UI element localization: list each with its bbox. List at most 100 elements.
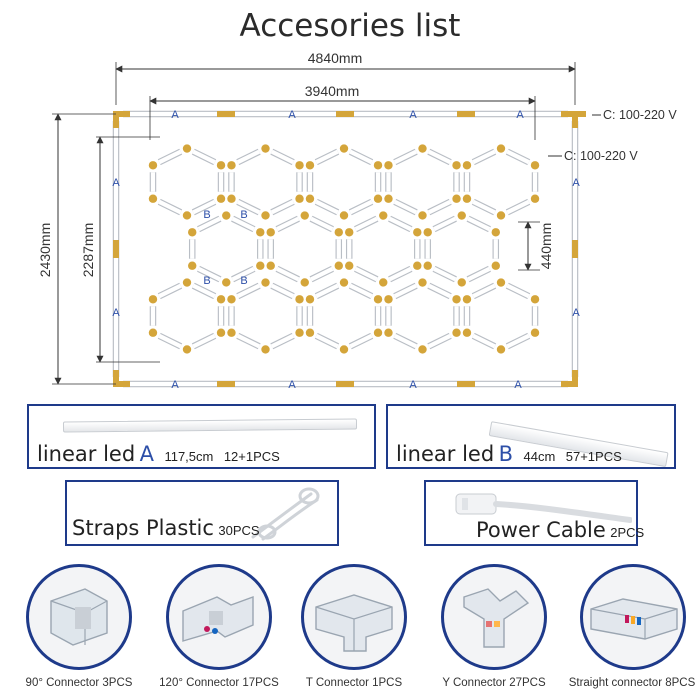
inner-height-label: 2287mm <box>80 223 96 277</box>
hex-connector <box>256 228 265 237</box>
hex-connector <box>305 194 315 203</box>
straight-connector <box>457 381 475 387</box>
connector-120-label: 120° Connector 17PCS <box>159 677 279 689</box>
hex-connector <box>418 278 427 287</box>
hex-connector <box>462 194 472 203</box>
label-b: B <box>203 275 210 287</box>
hex-connector <box>373 161 383 170</box>
hex-connector <box>339 278 349 287</box>
item-linear-led-b: linear led B 44cm 57+1PCS <box>386 404 676 469</box>
hex-connector <box>305 161 315 170</box>
hex-connector <box>457 211 466 220</box>
hex-connector <box>148 328 158 337</box>
hex-connector <box>216 161 226 170</box>
hex-connector <box>182 278 192 287</box>
connector-t-icon <box>301 564 407 670</box>
hex-connector <box>148 161 158 170</box>
hex-connector <box>222 211 231 220</box>
hex-connector <box>462 295 472 304</box>
led-b-name: linear led <box>396 442 495 466</box>
straight-connector <box>217 111 235 117</box>
hex-connector <box>345 228 354 237</box>
hex-connector <box>373 295 383 304</box>
hex-connector <box>188 228 197 237</box>
led-a-name: linear led <box>37 442 136 466</box>
hex-connector <box>418 144 427 153</box>
hex-connector <box>216 328 226 337</box>
label-a: A <box>409 379 417 391</box>
hex-connector <box>256 261 265 270</box>
label-a: A <box>516 109 524 121</box>
label-a: A <box>112 307 120 319</box>
hex-connector <box>530 161 540 170</box>
hex-connector <box>413 228 422 237</box>
hex-connector <box>452 194 461 203</box>
hex-connector <box>266 228 275 237</box>
power-label-1: C: 100-220 V <box>603 108 677 122</box>
hex-connector <box>182 345 192 354</box>
label-a: A <box>288 379 296 391</box>
page-title: Accesories list <box>239 8 461 44</box>
hex-connector <box>261 144 270 153</box>
hexagon-grid <box>148 144 540 354</box>
straight-connector <box>457 111 475 117</box>
hex-connector <box>216 295 226 304</box>
t-connector <box>572 111 586 117</box>
straps-qty: 30PCS <box>218 523 260 538</box>
label-a: A <box>171 379 179 391</box>
label-b: B <box>203 209 210 221</box>
straight-connector <box>336 111 354 117</box>
hex-connector <box>295 295 304 304</box>
power-label-2: C: 100-220 V <box>564 149 638 163</box>
label-a: A <box>171 109 179 121</box>
hex-connector <box>305 295 315 304</box>
hex-connector <box>384 295 393 304</box>
label-a: A <box>288 109 296 121</box>
led-a-letter: A <box>139 442 154 466</box>
segment-label: 440mm <box>538 223 554 270</box>
hex-connector <box>227 194 236 203</box>
hex-connector <box>457 278 466 287</box>
connector-t-label: T Connector 1PCS <box>305 677 403 689</box>
hex-connector <box>496 278 506 287</box>
hex-connector <box>496 144 506 153</box>
hex-connector <box>345 261 354 270</box>
item-linear-led-a: linear led A 117,5cm 12+1PCS <box>27 404 376 469</box>
hex-connector <box>227 161 236 170</box>
power-name: Power Cable <box>476 518 606 542</box>
straight-connector <box>572 240 578 258</box>
outer-height-label: 2430mm <box>37 223 53 277</box>
power-cable-icon <box>455 493 632 523</box>
label-b: B <box>240 275 247 287</box>
hex-connector <box>188 261 197 270</box>
hex-connector <box>423 261 432 270</box>
straps-icon <box>251 487 320 541</box>
hex-connector <box>413 261 422 270</box>
connector-y-label: Y Connector 27PCS <box>442 677 546 689</box>
corner-connector <box>561 370 578 387</box>
hex-connector <box>334 228 343 237</box>
hex-connector <box>227 295 236 304</box>
hex-connector <box>418 211 427 220</box>
connector-straight-label: Straight connector 8PCS <box>568 677 696 689</box>
hex-connector <box>423 228 432 237</box>
hex-connector <box>530 194 540 203</box>
hex-connector <box>530 295 540 304</box>
hex-connector <box>148 194 158 203</box>
hex-connector <box>295 161 304 170</box>
hex-connector <box>300 211 309 220</box>
hex-connector <box>182 144 192 153</box>
hex-connector <box>491 261 500 270</box>
hex-connector <box>384 194 393 203</box>
label-a: A <box>514 379 522 391</box>
connector-y-icon <box>441 564 547 670</box>
hex-connector <box>418 345 427 354</box>
straight-connector <box>113 240 119 258</box>
hex-connector <box>216 194 226 203</box>
hex-connector <box>339 211 349 220</box>
hex-connector <box>452 328 461 337</box>
item-power-cable: Power Cable 2PCS <box>424 480 644 546</box>
hex-connector <box>261 278 270 287</box>
